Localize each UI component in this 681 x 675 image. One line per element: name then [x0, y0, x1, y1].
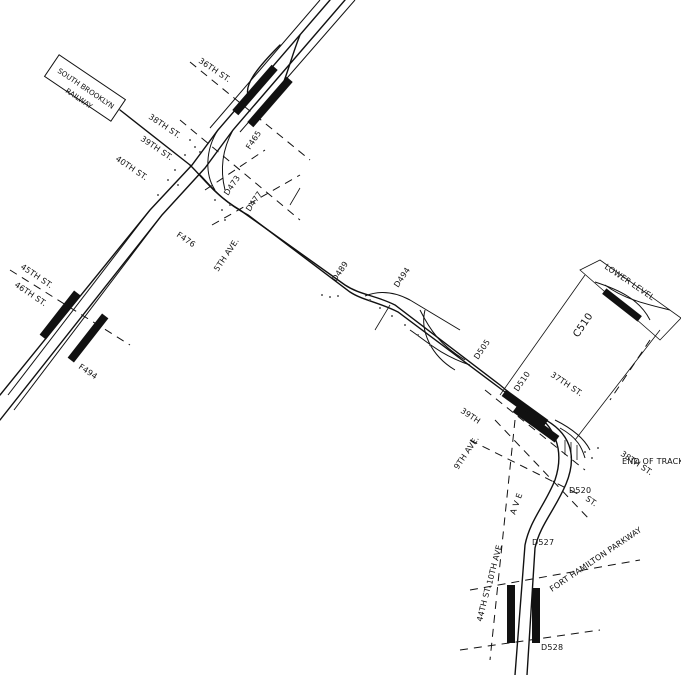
platform-45th-a [39, 290, 81, 340]
code-d489: D489 [330, 260, 350, 283]
south-brooklyn-railway-box: SOUTH BROOKLYN RAILWAY [43, 54, 127, 122]
code-f465: F465 [244, 129, 263, 151]
code-f494: F494 [77, 362, 99, 381]
street-lines [9, 61, 641, 661]
platform-44th-a [507, 585, 515, 643]
code-d505: D505 [472, 338, 492, 361]
label-end-of-track: END OF TRACK [622, 457, 681, 466]
platform-9th-ave-a [501, 389, 549, 427]
platform-44th-b [532, 588, 540, 643]
code-d477: D477 [244, 190, 264, 213]
label-44th-st: 44TH ST. [475, 585, 493, 623]
platform-36th-a [232, 64, 278, 116]
lower-level-link-b [574, 329, 661, 441]
code-c510: C510 [571, 311, 595, 339]
label-9th-ave: 9TH AVE. [452, 434, 481, 471]
code-d527: D527 [532, 538, 554, 547]
label-39th-bottom: 39TH [459, 406, 482, 426]
lower-level-link-a [499, 274, 586, 396]
stippled-areas [157, 139, 599, 459]
label-st: ST. [584, 494, 599, 508]
code-f476: F476 [175, 230, 197, 249]
code-d528: D528 [541, 643, 563, 652]
label-fort-hamilton-parkway: FORT HAMILTON PARKWAY [548, 525, 643, 593]
platform-9th-ave-b [512, 405, 560, 443]
label-40th-st: 40TH ST. [114, 154, 150, 182]
label-ave-diagonal: A V E [508, 492, 524, 516]
label-37th-st: 37TH ST. [549, 370, 585, 398]
code-d520: D520 [569, 486, 591, 495]
label-10th-ave: 10TH AVE [485, 544, 504, 586]
platform-36th-b [247, 76, 293, 128]
survey-ticks [289, 187, 578, 460]
code-d473: D473 [222, 174, 242, 197]
label-5th-ave: 5TH AVE. [212, 236, 241, 273]
south-curve-tracks [514, 409, 591, 675]
lower-level-link-c [609, 339, 651, 401]
junction-36th [207, 34, 301, 191]
label-36th-st: 36TH ST. [197, 56, 233, 84]
fifth-ave-tracks [189, 164, 536, 419]
code-d494: D494 [392, 266, 412, 289]
lower-level-inset [579, 259, 681, 341]
south-brooklyn-track [119, 109, 191, 166]
platform-45th-b [67, 313, 109, 363]
